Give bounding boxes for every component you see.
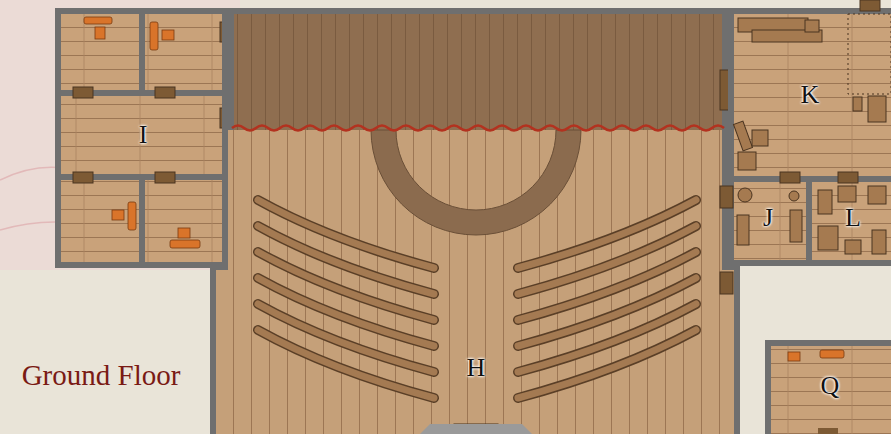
room-label: Q [821,371,840,401]
bench [518,200,696,268]
bench [518,278,696,346]
room-label: H [467,353,486,383]
bench [518,330,696,398]
bench [518,304,696,372]
room-label: L [845,203,861,233]
room-label: J [763,203,773,233]
bench [518,330,696,398]
bench [258,304,434,372]
map-title: Ground Floor [22,359,181,392]
bench [518,304,696,372]
bench [258,226,434,294]
bench [258,200,434,268]
room-label: I [139,120,148,150]
bench [518,252,696,320]
bench [258,252,434,320]
bench [518,226,696,294]
bench [258,252,434,320]
bench [258,226,434,294]
bench [518,200,696,268]
bench [258,200,434,268]
bench [518,226,696,294]
bench [258,330,434,398]
bench [518,252,696,320]
bench [258,278,434,346]
room-label: K [801,80,820,110]
bench [518,278,696,346]
bench [258,304,434,372]
bench [258,278,434,346]
bench [258,330,434,398]
